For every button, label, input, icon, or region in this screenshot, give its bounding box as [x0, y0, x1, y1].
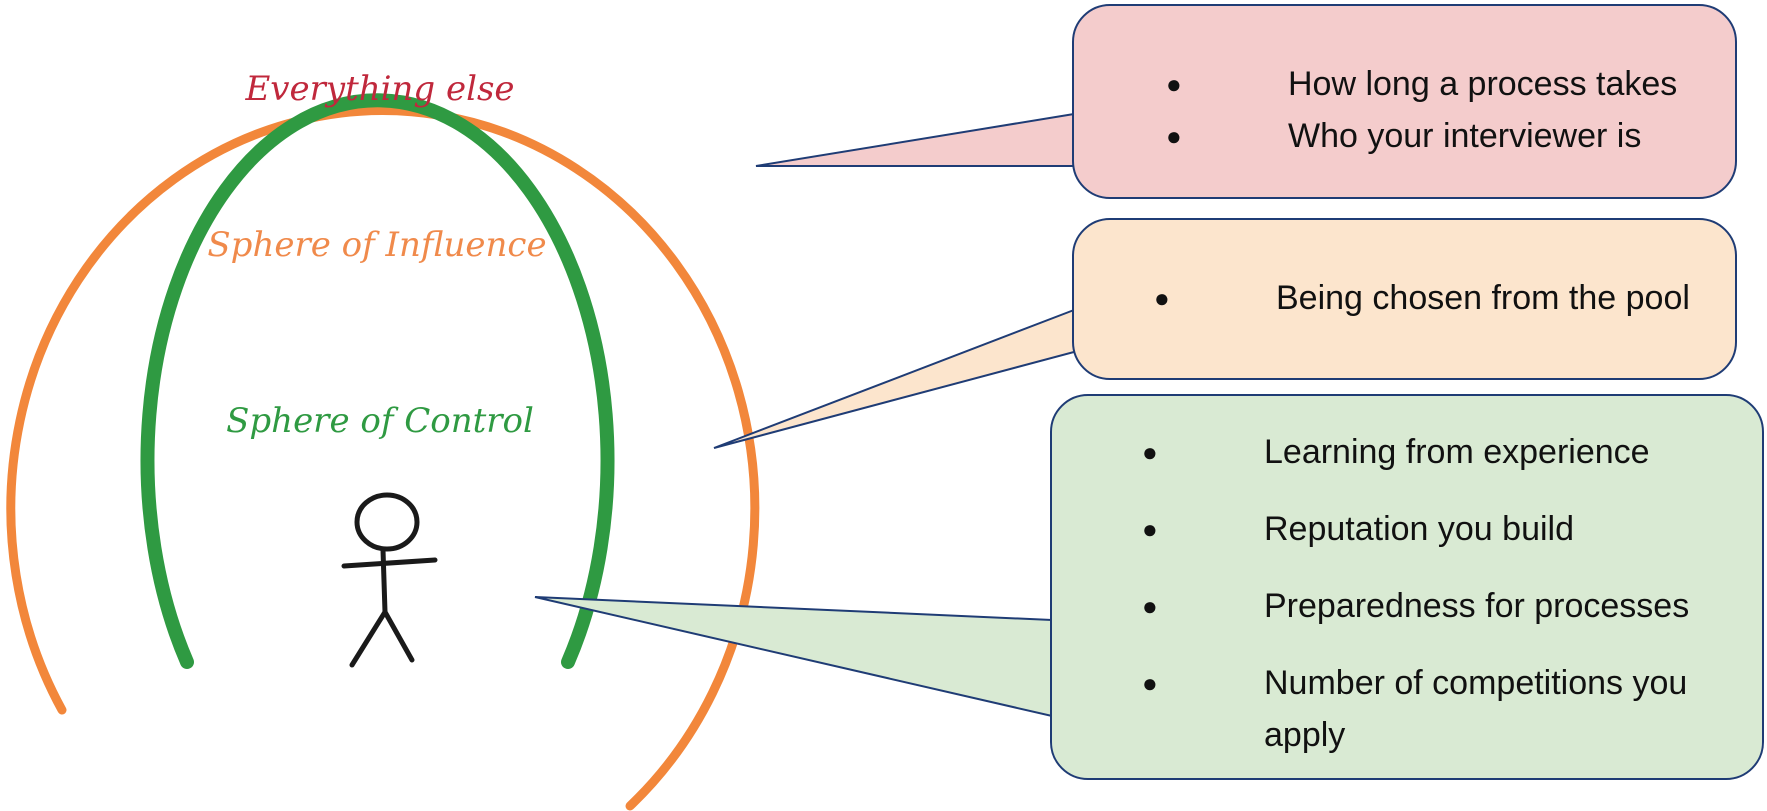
red-bubble-tail [755, 112, 1075, 167]
sphere-of-influence-label: Sphere of Influence [207, 225, 546, 265]
list-item: ●Preparedness for processes [1142, 580, 1762, 632]
everything-else-bubble: ●How long a process takes ●Who your inte… [1072, 4, 1737, 199]
stick-figure [341, 492, 438, 668]
green-bubble-tail [534, 596, 1053, 718]
influence-list: ●Being chosen from the pool [1154, 272, 1735, 324]
bullet-icon: ● [1166, 121, 1182, 151]
control-bubble: ●Learning from experience ●Reputation yo… [1050, 394, 1764, 780]
list-item: ●Who your interviewer is [1166, 110, 1735, 162]
sphere-of-control-ring [140, 93, 615, 669]
control-list: ●Learning from experience ●Reputation yo… [1142, 426, 1762, 761]
orange-bubble-tail [713, 308, 1075, 449]
everything-else-label: Everything else [244, 69, 514, 109]
bullet-icon: ● [1166, 69, 1182, 99]
bullet-icon: ● [1154, 283, 1170, 313]
influence-bubble: ●Being chosen from the pool [1072, 218, 1737, 380]
list-item: ●Number of competitions you apply [1142, 657, 1762, 761]
list-item: ●How long a process takes [1166, 58, 1735, 110]
list-item: ●Reputation you build [1142, 503, 1762, 555]
sphere-of-influence-ring [6, 106, 760, 811]
list-item: ●Being chosen from the pool [1154, 272, 1735, 324]
bullet-icon: ● [1142, 668, 1158, 698]
bullet-icon: ● [1142, 514, 1158, 544]
bullet-icon: ● [1142, 591, 1158, 621]
sphere-of-control-label: Sphere of Control [226, 401, 534, 441]
everything-else-list: ●How long a process takes ●Who your inte… [1166, 58, 1735, 162]
bullet-icon: ● [1142, 437, 1158, 467]
list-item: ●Learning from experience [1142, 426, 1762, 478]
